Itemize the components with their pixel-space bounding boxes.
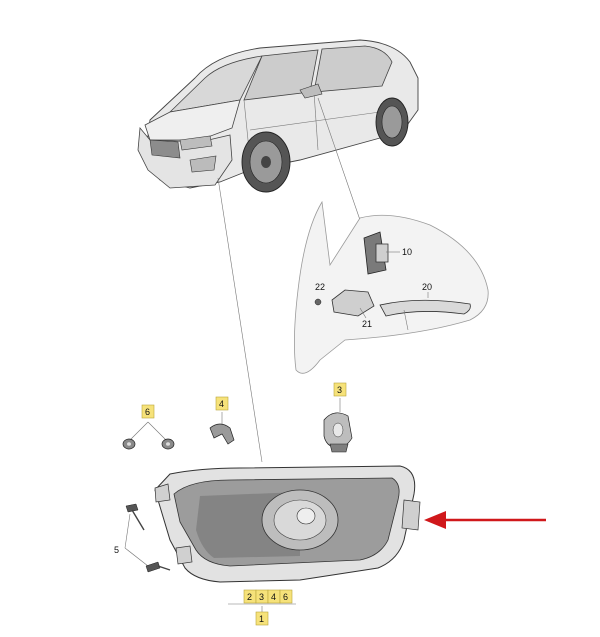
callout-20-text: 20 <box>422 282 432 292</box>
callout-10: 10 <box>386 247 412 257</box>
car-illustration <box>137 39 419 193</box>
callout-4-text: 4 <box>219 399 224 409</box>
callout-5-text: 5 <box>114 545 119 555</box>
callout-1: 1 <box>255 611 269 626</box>
callout-10-text: 10 <box>402 247 412 257</box>
callout-21-text: 21 <box>362 319 372 329</box>
callout-group: 2 3 4 6 <box>243 589 293 604</box>
fog-light-housing <box>154 465 421 583</box>
callout-1-text: 1 <box>259 614 264 624</box>
red-arrow <box>424 511 546 529</box>
part-3-bulb <box>323 398 353 453</box>
callout-5: 5 <box>114 545 119 555</box>
callout-group-1: 3 <box>259 592 264 602</box>
callout-3-text: 3 <box>337 385 342 395</box>
callout-4: 4 <box>215 396 229 411</box>
part-5-screws <box>124 503 171 573</box>
callout-20: 20 <box>422 282 432 298</box>
part-6-grommets <box>122 421 175 450</box>
callout-group-2: 4 <box>271 592 276 602</box>
mirror-detail <box>294 200 489 374</box>
callout-group-0: 2 <box>247 592 252 602</box>
leader-line <box>317 97 361 221</box>
callout-22: 22 <box>315 282 325 292</box>
callout-22-text: 22 <box>315 282 325 292</box>
callout-3: 3 <box>333 382 347 397</box>
callout-group-3: 6 <box>283 592 288 602</box>
callout-21: 21 <box>359 307 372 329</box>
leader-line <box>217 177 263 463</box>
callout-6-text: 6 <box>145 407 150 417</box>
part-4-clip <box>209 412 235 445</box>
callout-6: 6 <box>141 404 155 419</box>
